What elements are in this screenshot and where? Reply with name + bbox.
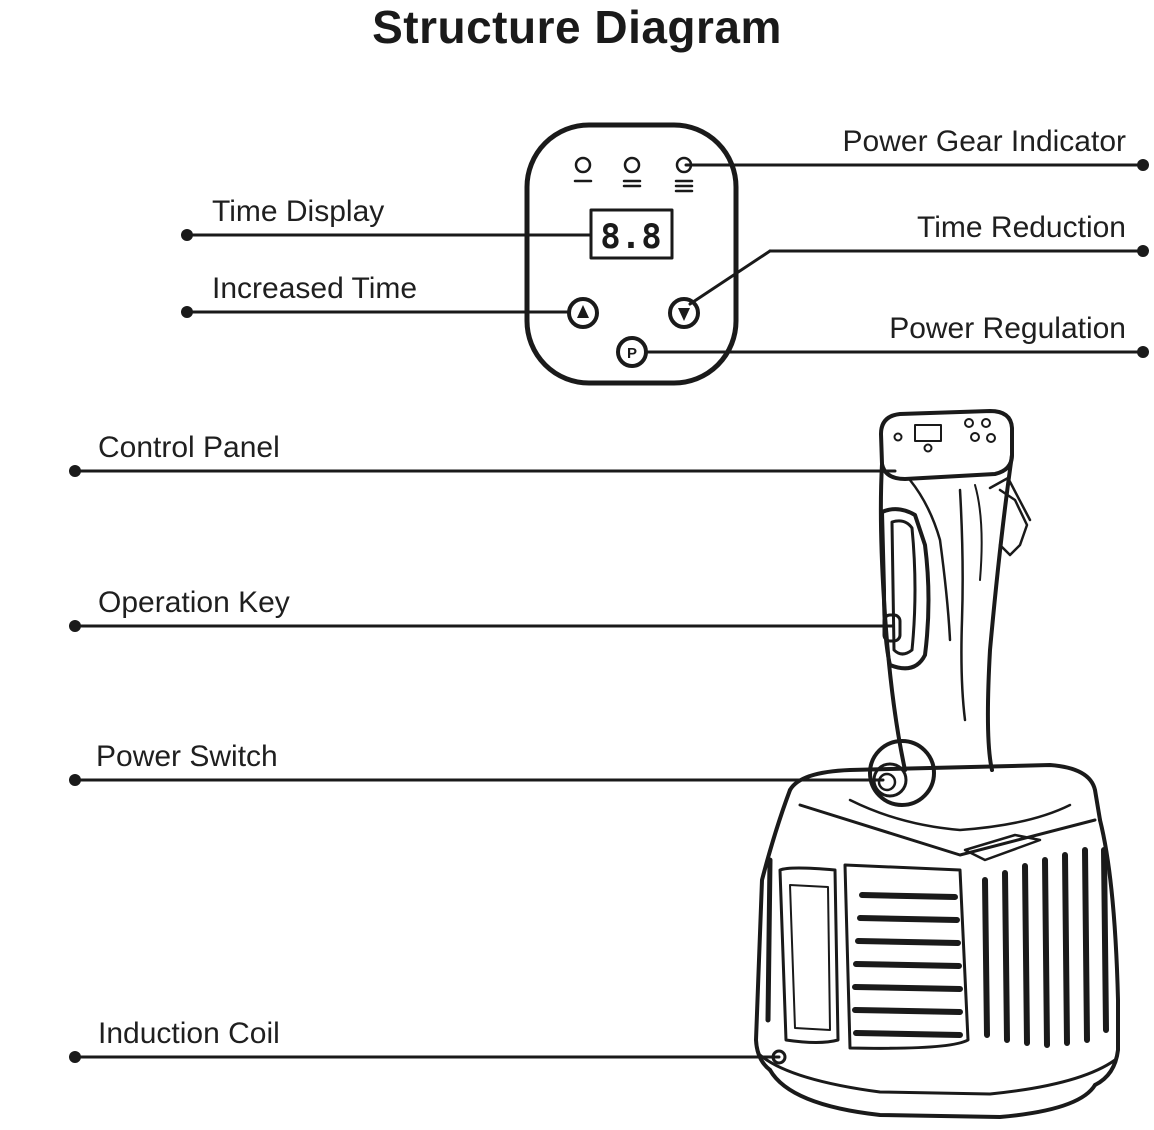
label-operation-key: Operation Key [98,586,290,619]
down-arrow-icon [678,308,690,321]
label-power-switch: Power Switch [96,740,278,773]
label-time-display: Time Display [212,195,385,228]
label-induction-coil: Induction Coil [98,1017,280,1050]
label-power-regulation: Power Regulation [889,312,1126,345]
sealer-device [754,409,1120,1119]
diagram-title: Structure Diagram [372,1,782,53]
reduce-time-button [668,297,700,329]
leader-dots [69,159,1149,1063]
panel-closeup-outline [524,122,739,386]
label-time-reduction: Time Reduction [917,211,1126,244]
label-power-gear-indicator: Power Gear Indicator [842,125,1126,158]
leader-lines-top [185,163,1145,354]
label-increased-time: Increased Time [212,272,418,305]
up-arrow-icon [577,305,589,318]
power-button-glyph: P [627,345,637,362]
leader-lines-device [73,469,897,1059]
time-display-digits: 8.8 [600,217,661,257]
label-control-panel: Control Panel [98,431,280,464]
gear-indicator-leds [573,156,694,193]
